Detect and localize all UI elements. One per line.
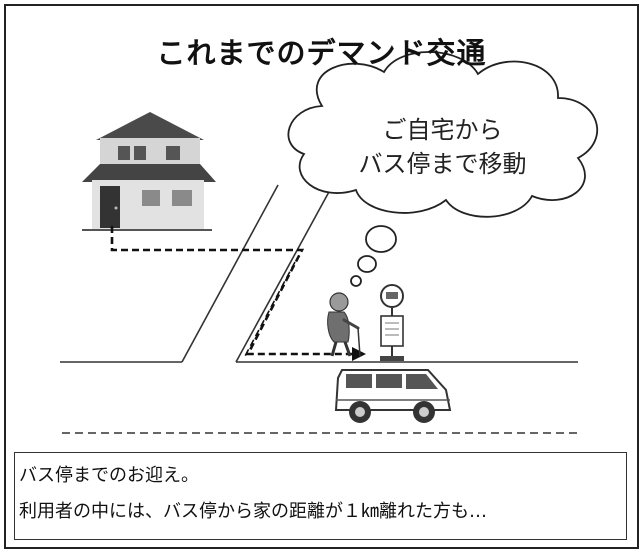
dashed-route-arrow xyxy=(110,226,352,359)
house-icon xyxy=(82,112,216,231)
road-lines xyxy=(60,184,578,434)
van-icon xyxy=(334,369,452,423)
caption-box: バス停までのお迎え。 利用者の中には、バス停から家の距離が１㎞離れた方も… xyxy=(14,452,627,540)
bubble-line-2: バス停まで移動 xyxy=(358,150,527,178)
bubble-line-1: ご自宅から xyxy=(382,116,503,144)
caption-line-2: 利用者の中には、バス停から家の距離が１㎞離れた方も… xyxy=(19,501,487,522)
thought-bubble-text: ご自宅から バス停まで移動 xyxy=(335,113,550,181)
elderly-person-icon xyxy=(327,292,361,357)
bus-stop-sign-icon xyxy=(380,284,404,361)
diagram-title: これまでのデマンド交通 xyxy=(156,36,487,70)
route-arrow-head xyxy=(352,347,366,361)
thought-cloud-icon xyxy=(287,51,598,287)
caption-line-1: バス停までのお迎え。 xyxy=(19,465,199,486)
